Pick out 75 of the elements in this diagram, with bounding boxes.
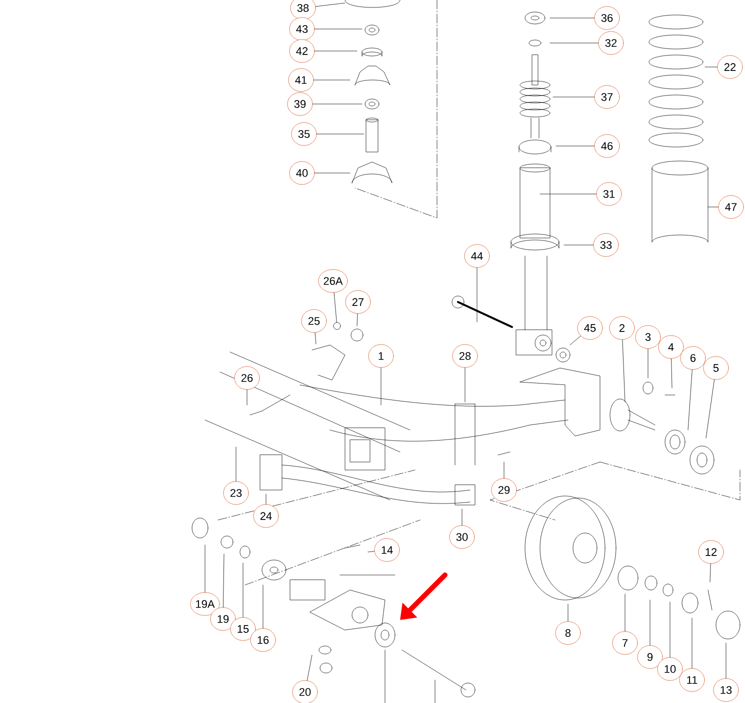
callout-number: 23 <box>223 481 249 505</box>
callout-number: 46 <box>594 134 620 158</box>
callout-number: 19A <box>190 592 220 616</box>
leader-line <box>704 66 718 68</box>
leader-line <box>314 332 316 344</box>
leader-line <box>464 368 466 402</box>
callout-number: 14 <box>374 538 400 562</box>
leader-line <box>262 584 264 628</box>
callout-number: 28 <box>452 344 478 368</box>
callout-number: 37 <box>594 85 620 109</box>
callout-number: 20 <box>292 680 318 703</box>
leader-line <box>706 379 715 438</box>
leader-line <box>356 313 358 326</box>
leader-line <box>314 28 362 30</box>
callout-number: 24 <box>253 504 279 528</box>
callout-number: 7 <box>612 631 638 655</box>
leader-line <box>314 50 358 52</box>
callout-number: 41 <box>288 68 314 92</box>
callout-number: 43 <box>289 17 315 41</box>
callout-number: 27 <box>345 290 371 314</box>
leader-line <box>242 562 244 618</box>
callout-number: 16 <box>250 628 276 652</box>
callout-number: 19 <box>210 607 236 631</box>
callout-number: 3 <box>635 325 661 349</box>
leader-line <box>314 172 350 174</box>
callout-number: 45 <box>577 316 603 340</box>
callout-number: 40 <box>289 161 315 185</box>
callout-number: 29 <box>491 478 517 502</box>
clip-part <box>333 322 341 330</box>
leader-line <box>688 369 692 430</box>
callout-number: 35 <box>291 122 317 146</box>
callout-number: 1 <box>368 344 394 368</box>
callout-number: 31 <box>596 182 622 206</box>
callout-number: 33 <box>593 233 619 257</box>
callout-number: 22 <box>717 55 743 79</box>
callout-number: 2 <box>609 316 635 340</box>
callout-number: 26A <box>318 269 348 293</box>
leader-line <box>306 654 312 681</box>
callout-number: 30 <box>449 525 475 549</box>
callout-number: 38 <box>290 0 316 20</box>
callout-number: 32 <box>598 31 624 55</box>
callout-number: 25 <box>301 309 327 333</box>
leader-line <box>315 2 346 7</box>
callout-number: 47 <box>718 195 744 219</box>
callout-number: 4 <box>658 335 684 359</box>
callout-number: 26 <box>234 366 260 390</box>
leader-line <box>552 96 594 98</box>
callout-number: 44 <box>464 244 490 268</box>
leader-line <box>222 554 224 608</box>
callout-number: 5 <box>703 356 729 380</box>
callout-number: 42 <box>289 39 315 63</box>
leader-line <box>368 551 375 552</box>
callout-number: 39 <box>287 92 313 116</box>
leader-line <box>550 42 598 44</box>
leader-line <box>570 336 581 346</box>
callout-number: 9 <box>637 645 663 669</box>
leader-line <box>564 244 594 246</box>
leader-line <box>380 368 382 406</box>
callout-number: 8 <box>555 621 581 645</box>
leader-line <box>671 358 672 388</box>
leader-line <box>334 292 337 322</box>
callout-number: 36 <box>594 6 620 30</box>
callout-number: 15 <box>230 617 256 641</box>
callout-number: 12 <box>698 540 724 564</box>
leader-line <box>204 544 206 592</box>
leader-line <box>476 268 478 322</box>
leader-line <box>246 390 248 406</box>
leader-line <box>624 594 626 632</box>
callout-number: 13 <box>713 678 739 702</box>
callout-number: 6 <box>680 346 706 370</box>
leader-line <box>622 339 626 402</box>
callout-number: 10 <box>657 657 683 681</box>
leader-line <box>710 563 711 582</box>
leader-line <box>708 206 718 208</box>
callout-number: 11 <box>679 668 705 692</box>
